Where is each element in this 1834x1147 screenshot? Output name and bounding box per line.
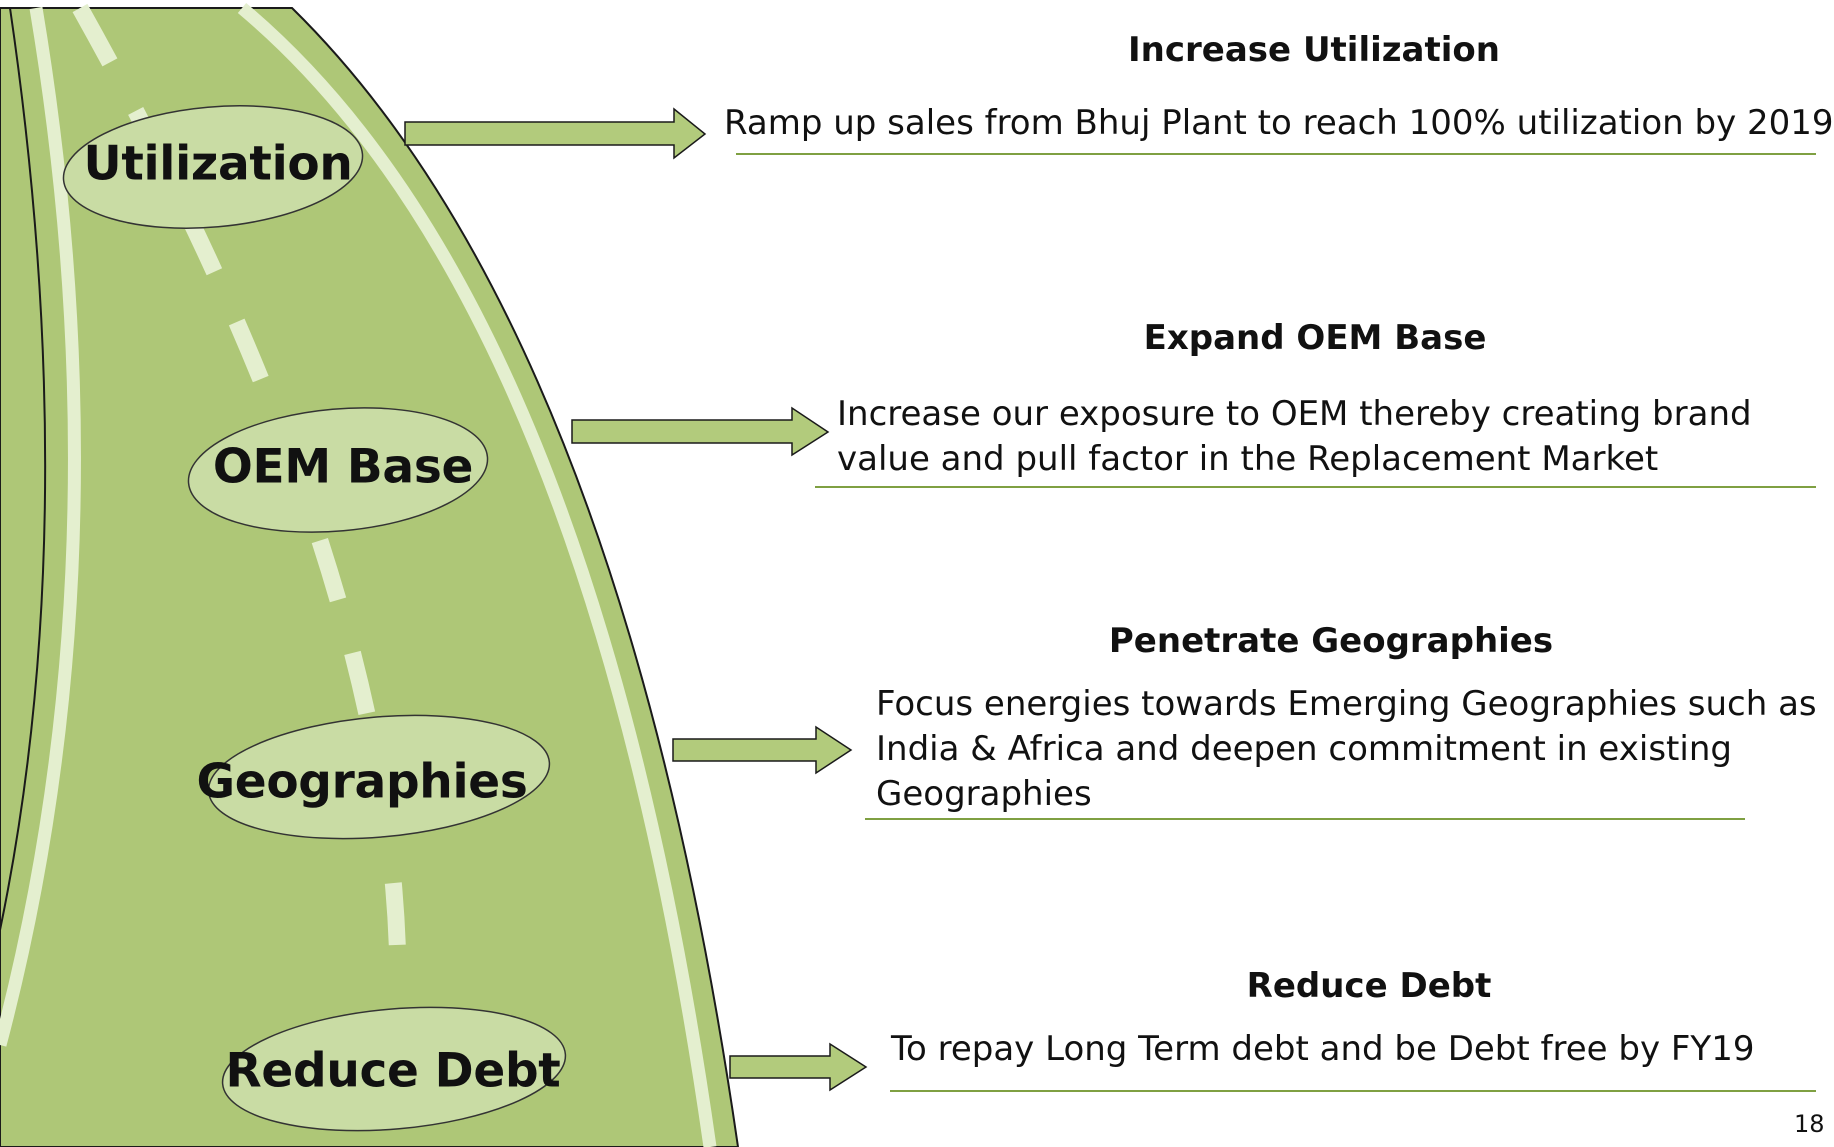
arrow-utilization — [404, 107, 707, 160]
ellipse-geographies — [207, 714, 551, 840]
arrow-oem-base — [571, 406, 830, 457]
left-lane-line — [0, 6, 81, 1047]
description-utilization: Ramp up sales from Bhuj Plant to reach 1… — [724, 101, 1834, 146]
heading-expand-oem-base: Expand OEM Base — [1143, 318, 1487, 358]
ellipse-oem-base — [187, 407, 489, 533]
arrow-reduce-debt — [729, 1042, 868, 1092]
ellipse-utilization — [62, 105, 364, 229]
description-line: Focus energies towards Emerging Geograph… — [876, 684, 1817, 724]
description-geographies: Focus energies towards Emerging Geograph… — [876, 682, 1817, 817]
description-oem-base: Increase our exposure to OEM thereby cre… — [837, 392, 1752, 482]
road-left-edge — [0, 7, 47, 931]
description-line: Geographies — [876, 774, 1092, 814]
heading-penetrate-geographies: Penetrate Geographies — [1108, 621, 1554, 661]
ellipse-reduce-debt — [221, 1006, 567, 1132]
heading-increase-utilization: Increase Utilization — [1128, 30, 1500, 70]
stage-label-utilization: Utilization — [83, 136, 353, 192]
description-reduce-debt: To repay Long Term debt and be Debt free… — [891, 1027, 1754, 1072]
stage-label-oem-base: OEM Base — [212, 439, 474, 495]
stage-label-geographies: Geographies — [196, 754, 528, 810]
heading-reduce-debt: Reduce Debt — [1246, 966, 1492, 1006]
description-line: Increase our exposure to OEM thereby cre… — [837, 394, 1752, 434]
stage-label-reduce-debt: Reduce Debt — [225, 1043, 561, 1099]
road — [0, 7, 740, 1147]
description-line: value and pull factor in the Replacement… — [837, 439, 1659, 479]
right-lane-line — [237, 3, 717, 1147]
description-line: Ramp up sales from Bhuj Plant to reach 1… — [724, 103, 1834, 143]
arrow-geographies — [672, 725, 853, 775]
description-line: India & Africa and deepen commitment in … — [876, 729, 1732, 769]
page-number: 18 — [1794, 1110, 1825, 1138]
description-line: To repay Long Term debt and be Debt free… — [891, 1029, 1755, 1069]
